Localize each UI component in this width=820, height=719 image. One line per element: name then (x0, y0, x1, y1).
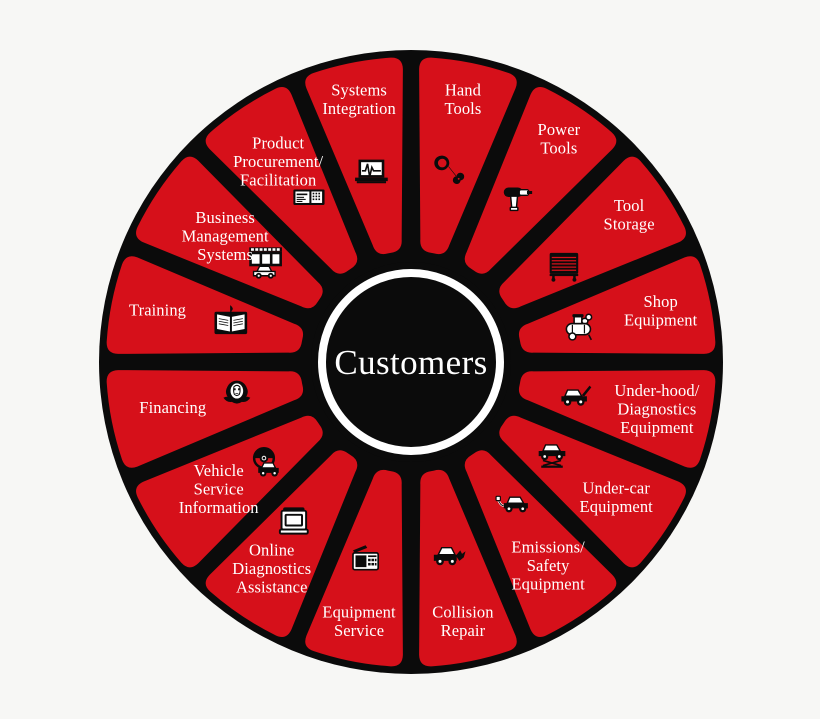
segment-label-line: Service (334, 621, 384, 640)
segment-label-line: Tools (444, 99, 481, 118)
segment-label-line: Assistance (236, 578, 308, 597)
wheel-segment-vehicle-service-information[interactable] (136, 415, 323, 568)
segment-label-line: Business (195, 208, 254, 227)
labels-layer: HandToolsPowerToolsToolStorageShopEquipm… (129, 80, 700, 640)
wheel-segment-collision-repair[interactable] (419, 469, 517, 667)
wheel-segment-systems-integration[interactable] (305, 57, 403, 255)
wheel-segment-tool-storage[interactable] (499, 156, 686, 309)
segment-label-line: Tools (540, 139, 577, 158)
segment-label-line: Training (129, 300, 186, 319)
wheel-segment-hand-tools[interactable] (419, 57, 517, 255)
wheel-segment-power-tools[interactable] (464, 87, 617, 274)
segment-label-line: Tool (614, 196, 645, 215)
wheel-segment-emissions-safety-equipment[interactable] (464, 450, 617, 637)
segment-label-line: Facilitation (240, 171, 316, 190)
segment-label-line: Storage (604, 214, 655, 233)
segment-label-line: Management (182, 227, 269, 246)
hub[interactable]: Customers (311, 262, 511, 462)
segment-label-line: Under-car (582, 479, 650, 498)
segment-label-line: Information (179, 498, 259, 517)
wheel-segment-product-procurement-facilitation[interactable] (205, 87, 358, 274)
segment-label-line: Repair (441, 621, 486, 640)
segment-label-line: Power (538, 120, 581, 139)
segment-label-line: Equipment (624, 310, 698, 329)
segment-label-line: Under-hood/ (614, 381, 699, 400)
segment-label-line: Financing (139, 398, 206, 417)
segment-label-line: Product (252, 134, 304, 153)
segment-label-12: Training (129, 300, 186, 319)
wheel-segment-training[interactable] (106, 256, 304, 354)
wheel-segment-financing[interactable] (106, 370, 304, 468)
segment-label-line: Systems (197, 245, 253, 264)
segment-label-line: Integration (322, 99, 396, 118)
segment-label-line: Online (249, 541, 295, 560)
segment-label-line: Emissions/ (511, 537, 585, 556)
segment-label-11: Financing (139, 398, 206, 417)
segment-label-line: Service (194, 479, 244, 498)
segment-label-line: Collision (432, 603, 493, 622)
hub-label: Customers (334, 343, 487, 382)
segment-label-line: Diagnostics (232, 559, 311, 578)
segment-label-line: Equipment (322, 603, 396, 622)
segment-label-line: Equipment (580, 497, 654, 516)
hub-ring (318, 269, 504, 455)
segment-label-line: Shop (644, 292, 678, 311)
segment-label-line: Vehicle (194, 461, 244, 480)
segment-label-line: Procurement/ (233, 152, 323, 171)
hub-disc (311, 262, 511, 462)
segment-label-line: Hand (445, 80, 482, 99)
segment-label-line: Diagnostics (617, 400, 696, 419)
wheel-segment-business-management-systems[interactable] (136, 156, 323, 309)
segment-label-line: Systems (331, 80, 387, 99)
segment-label-line: Safety (527, 556, 570, 575)
segment-label-line: Equipment (620, 418, 694, 437)
segment-label-line: Equipment (511, 574, 585, 593)
wheel-segment-online-diagnostics-assistance[interactable] (205, 450, 358, 637)
